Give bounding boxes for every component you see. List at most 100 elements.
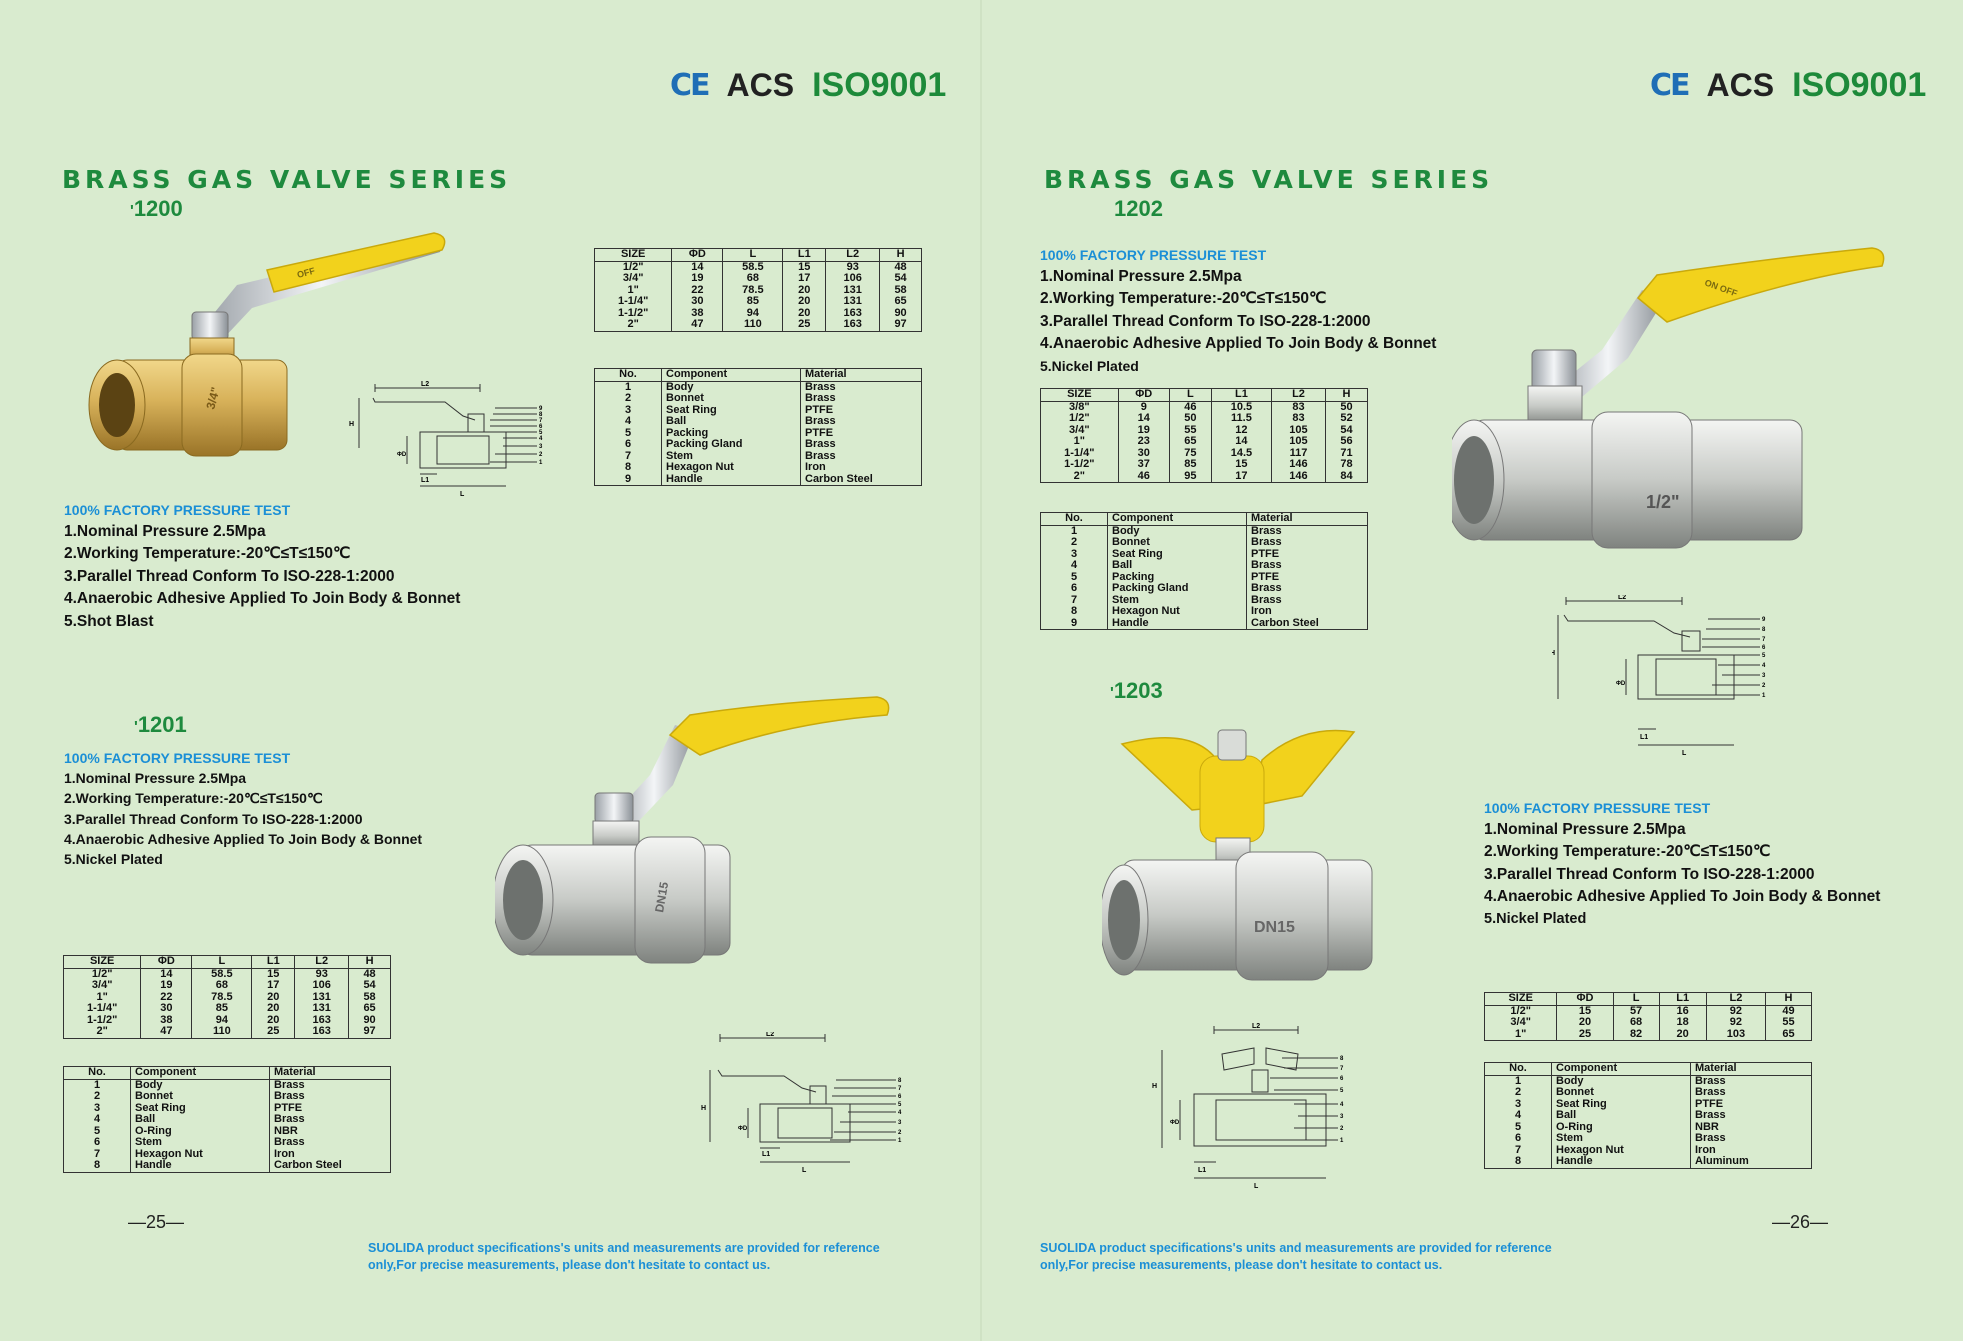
list-item: 5.Nickel Plated xyxy=(1040,357,1139,374)
series-title: BRASS GAS VALVE SERIES xyxy=(62,165,512,194)
svg-text:2: 2 xyxy=(1340,1126,1344,1132)
svg-text:L: L xyxy=(1682,750,1687,757)
list-item: 2.Working Temperature:-20℃≤T≤150℃ xyxy=(1040,290,1327,308)
svg-text:L1: L1 xyxy=(762,1151,770,1158)
svg-text:H: H xyxy=(1552,650,1555,657)
svg-text:3: 3 xyxy=(898,1120,902,1126)
svg-text:DN15: DN15 xyxy=(652,881,671,914)
svg-text:L2: L2 xyxy=(1252,1023,1260,1030)
svg-text:9: 9 xyxy=(1762,617,1766,623)
model-number-1200: '1200 xyxy=(130,196,183,221)
svg-text:3: 3 xyxy=(1762,673,1766,679)
acs-mark: ACS xyxy=(1706,67,1775,103)
svg-text:1: 1 xyxy=(539,460,543,466)
model-number-1202: 1202 xyxy=(1114,196,1163,221)
svg-text:H: H xyxy=(701,1105,706,1112)
svg-text:7: 7 xyxy=(898,1086,902,1092)
model-number-1201: '1201 xyxy=(134,712,187,737)
svg-text:ΦD: ΦD xyxy=(1170,1120,1180,1126)
list-item: 5.Nickel Plated xyxy=(64,851,163,868)
svg-text:L: L xyxy=(460,491,465,498)
svg-text:7: 7 xyxy=(539,418,543,424)
svg-text:7: 7 xyxy=(1340,1066,1344,1072)
list-item: 4.Anaerobic Adhesive Applied To Join Bod… xyxy=(1484,888,1881,906)
svg-text:1: 1 xyxy=(1340,1138,1344,1144)
svg-text:ΦD: ΦD xyxy=(1616,681,1626,687)
svg-text:L2: L2 xyxy=(1618,595,1626,601)
svg-text:L2: L2 xyxy=(766,1032,774,1038)
spec-list-1201: 1.Nominal Pressure 2.5Mpa 2.Working Temp… xyxy=(64,768,422,869)
list-item: 2.Working Temperature:-20℃≤T≤150℃ xyxy=(64,545,351,563)
ce-mark: CE xyxy=(1650,68,1690,103)
series-title: BRASS GAS VALVE SERIES xyxy=(1044,165,1494,194)
pressure-test-heading-1201: 100% FACTORY PRESSURE TEST xyxy=(64,750,291,766)
svg-text:1: 1 xyxy=(1762,693,1766,699)
svg-text:3: 3 xyxy=(1340,1114,1344,1120)
page-25: CE ACS ISO9001 BRASS GAS VALVE SERIES '1… xyxy=(0,0,981,1341)
svg-text:L: L xyxy=(802,1167,807,1174)
svg-text:9: 9 xyxy=(539,406,543,412)
svg-text:5: 5 xyxy=(539,430,543,436)
list-item: 4.Anaerobic Adhesive Applied To Join Bod… xyxy=(64,830,423,847)
pressure-test-heading-1202: 100% FACTORY PRESSURE TEST xyxy=(1040,247,1267,263)
svg-text:3: 3 xyxy=(539,444,543,450)
pressure-test-heading-1203: 100% FACTORY PRESSURE TEST xyxy=(1484,800,1711,816)
disclaimer: SUOLIDA product specifications's units a… xyxy=(1040,1241,1552,1272)
svg-text:1/2": 1/2" xyxy=(1646,492,1680,512)
model-number-1203: '1203 xyxy=(1110,678,1163,703)
svg-text:5: 5 xyxy=(898,1102,902,1108)
valve-photo-1200: OFF 3/4" xyxy=(88,232,446,457)
svg-text:4: 4 xyxy=(898,1110,902,1116)
svg-text:3/4": 3/4" xyxy=(203,386,222,411)
spec-list-1203: 1.Nominal Pressure 2.5Mpa 2.Working Temp… xyxy=(1484,819,1880,930)
svg-text:L1: L1 xyxy=(1640,734,1648,741)
page-number: —26— xyxy=(1772,1212,1829,1232)
